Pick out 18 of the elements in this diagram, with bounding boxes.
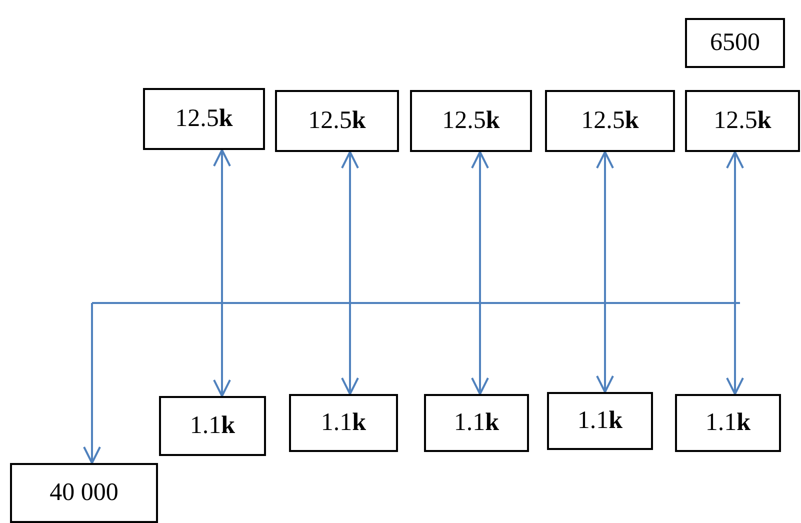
value-box: 1.1k	[424, 394, 529, 452]
arrow	[596, 151, 614, 393]
arrow	[213, 149, 231, 397]
value-box: 12.5k	[545, 90, 675, 152]
value-box: 40 000	[10, 463, 158, 523]
value-box: 6500	[685, 18, 785, 68]
arrow	[341, 151, 359, 395]
arrow	[83, 303, 101, 464]
arrow	[471, 151, 489, 395]
value-box: 1.1k	[547, 392, 653, 450]
value-box: 1.1k	[289, 394, 398, 452]
arrow	[726, 151, 744, 395]
value-box: 12.5k	[410, 90, 532, 152]
value-box: 12.5k	[275, 90, 399, 152]
value-box: 1.1k	[675, 394, 781, 452]
value-box: 1.1k	[159, 396, 266, 456]
value-box: 12.5k	[685, 90, 800, 152]
value-box: 12.5k	[143, 88, 265, 150]
